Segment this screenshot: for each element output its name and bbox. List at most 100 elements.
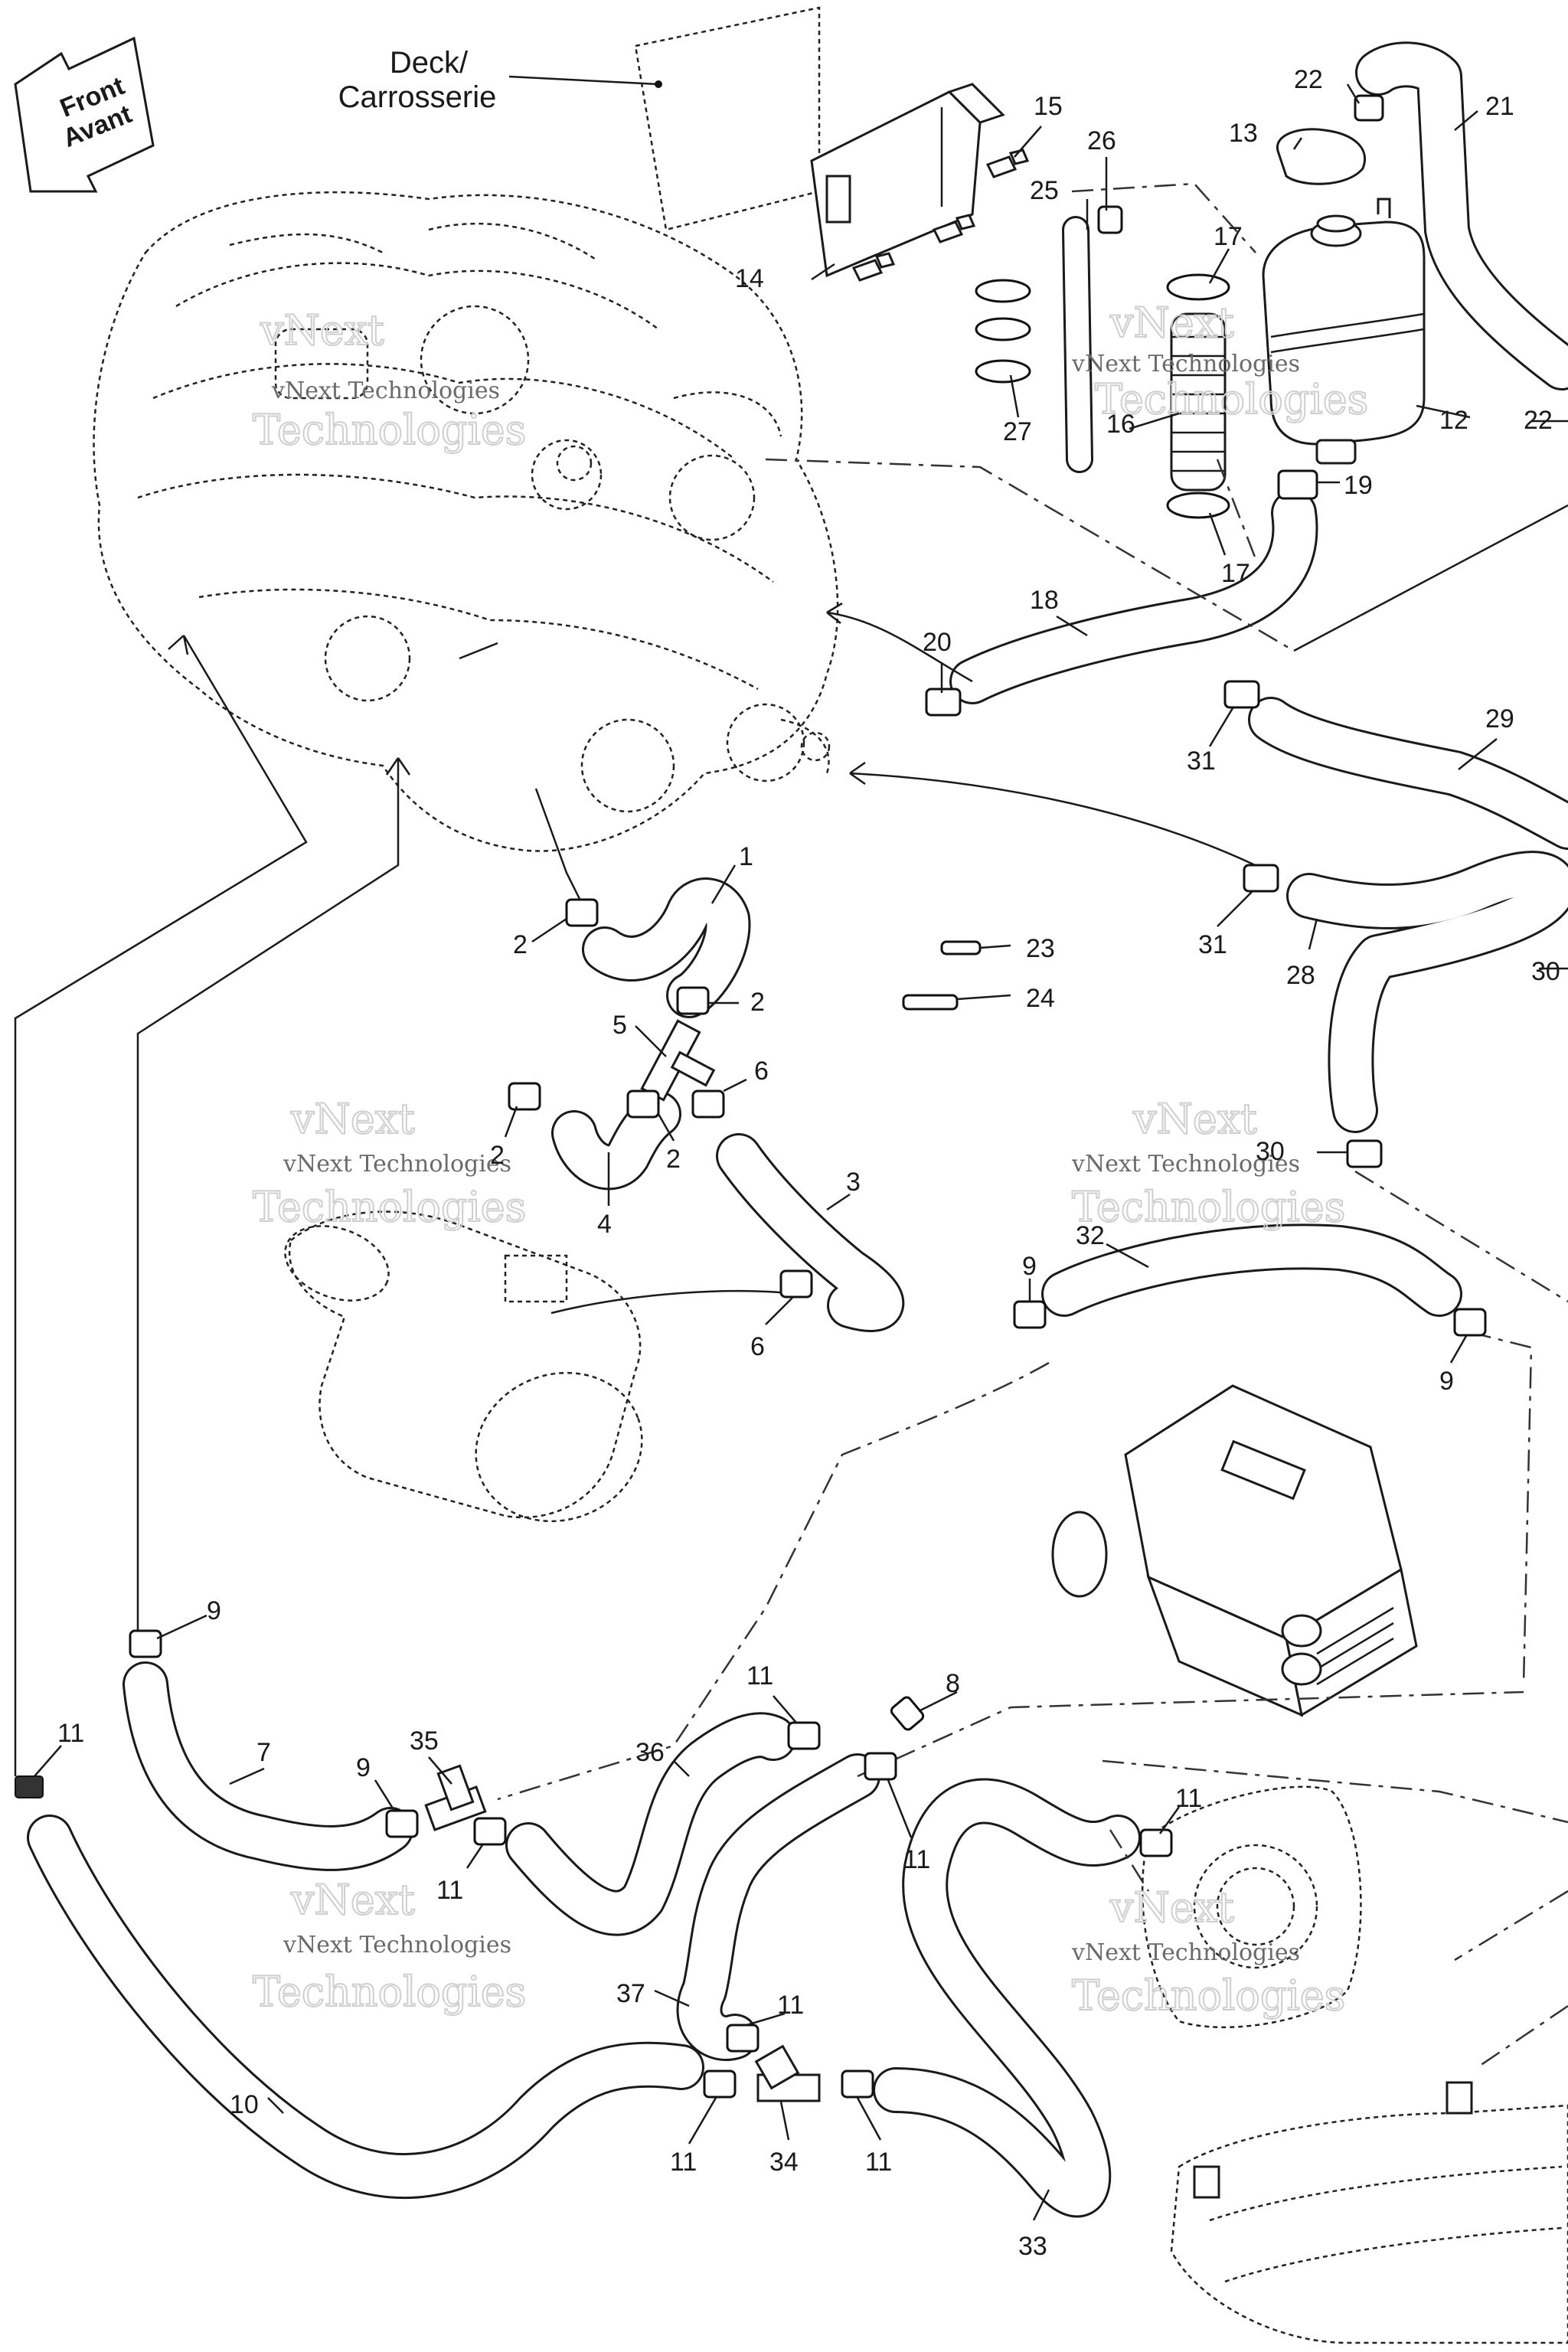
clamp-27a	[975, 279, 1031, 303]
clamp-11b	[787, 1721, 821, 1750]
deck-panel: Deck/ Carrosserie	[338, 6, 821, 231]
tie-8	[890, 1696, 925, 1731]
callout-14: 14	[735, 264, 764, 293]
clamp-6a	[691, 1089, 725, 1119]
clamp-11d	[1139, 1828, 1173, 1857]
tie-23	[940, 940, 982, 956]
watermark-vnext-technologies: vNext Technologies	[1071, 351, 1300, 377]
callout-30a: 30	[1256, 1137, 1285, 1166]
callout-11c: 11	[903, 1845, 930, 1874]
callout-15: 15	[1034, 92, 1063, 121]
clamp-2a	[565, 898, 599, 927]
callout-32: 32	[1076, 1221, 1105, 1250]
clamp-11f	[703, 2069, 737, 2099]
connection-lines	[14, 182, 1568, 2069]
reservoir-cap	[1276, 128, 1366, 185]
callout-4: 4	[597, 1210, 612, 1239]
callout-2d: 2	[666, 1145, 681, 1174]
watermark-vnext: vNext	[290, 1095, 415, 1143]
watermark-vnext-technologies: vNext Technologies	[271, 377, 500, 404]
callout-11d: 11	[1175, 1784, 1202, 1813]
hose-36	[505, 1712, 796, 1936]
hose-16-corrugated	[1170, 312, 1227, 492]
watermark-vnext-technologies: vNext Technologies	[1071, 1151, 1300, 1178]
hose-29	[1248, 697, 1568, 850]
callout-1: 1	[739, 842, 753, 871]
callout-17a: 17	[1214, 222, 1243, 251]
clamp-17b	[1166, 492, 1230, 519]
hose-7	[122, 1661, 413, 1871]
callout-numbers: 1 2 2 2 2 3 4 5 6 6 7 8 9 9 9 9 10 11 11…	[57, 65, 1560, 2261]
callout-18: 18	[1030, 586, 1059, 615]
callout-22b: 22	[1524, 406, 1553, 435]
clamp-11c	[864, 1752, 897, 1781]
hose-37	[676, 1753, 880, 2061]
callout-2b: 2	[750, 988, 765, 1017]
clamp-11g	[841, 2069, 874, 2099]
callout-35: 35	[410, 1726, 439, 1756]
callout-27: 27	[1003, 417, 1032, 446]
callout-10: 10	[230, 2090, 259, 2119]
clamp-27b	[975, 317, 1031, 341]
callout-11g: 11	[865, 2148, 892, 2177]
engine-block	[93, 191, 839, 852]
clamp-11e	[726, 2024, 760, 2053]
hose-1	[582, 877, 751, 1018]
hose-3	[716, 1133, 904, 1332]
clamp-9b	[1453, 1308, 1487, 1337]
callout-23: 23	[1026, 934, 1055, 963]
clamp-31b	[1243, 864, 1279, 893]
hose-clamps	[15, 94, 1487, 2099]
watermark-vnext: vNext	[1132, 1095, 1257, 1143]
callout-29: 29	[1485, 704, 1514, 733]
screws	[851, 149, 1030, 282]
callout-6a: 6	[754, 1057, 769, 1086]
callout-34: 34	[769, 2148, 799, 2177]
watermark-technologies: Technologies	[253, 406, 526, 454]
callout-5: 5	[612, 1011, 627, 1040]
tie-24	[902, 994, 959, 1011]
clamp-20	[925, 688, 962, 717]
callout-16: 16	[1106, 410, 1135, 439]
clamp-27c	[975, 359, 1031, 384]
callout-22a: 22	[1294, 65, 1323, 94]
callout-30b: 30	[1531, 957, 1560, 986]
exhaust-muffler	[284, 1210, 643, 1523]
watermark-technologies: Technologies	[253, 1183, 526, 1231]
hose-18	[949, 490, 1318, 704]
callout-6b: 6	[750, 1332, 765, 1361]
clamp-2d	[626, 1089, 660, 1119]
callout-12: 12	[1439, 406, 1468, 435]
pump-housing	[1141, 1785, 1362, 2029]
callout-20: 20	[923, 628, 952, 657]
callout-33: 33	[1018, 2232, 1047, 2261]
watermark-vnext-technologies: vNext Technologies	[283, 1151, 511, 1178]
clamp-9a	[1013, 1300, 1047, 1329]
clamp-30b	[1346, 1139, 1383, 1168]
callout-37: 37	[616, 1979, 645, 2008]
ride-plate	[1170, 2081, 1568, 2344]
callout-9c: 9	[207, 1596, 221, 1625]
clamp-2c	[508, 1082, 541, 1111]
tee-fitting-5	[640, 1019, 716, 1102]
watermark-technologies: Technologies	[253, 1968, 526, 2016]
clamp-17a	[1166, 273, 1230, 301]
hose-10	[27, 1815, 704, 2200]
tee-fitting-35	[424, 1764, 487, 1831]
watermark-technologies: Technologies	[1072, 1183, 1345, 1231]
clamp-31a	[1223, 680, 1260, 709]
tee-fitting-34	[754, 2044, 821, 2102]
watermark-vnext: vNext	[290, 1876, 415, 1924]
deck-label: Deck/	[390, 46, 469, 80]
callout-9b: 9	[1439, 1367, 1454, 1396]
clamp-2b	[676, 986, 710, 1015]
callout-36: 36	[635, 1738, 665, 1767]
watermark-vnext: vNext	[1109, 299, 1234, 347]
watermark-vnext-technologies: vNext Technologies	[1071, 1939, 1300, 1966]
watermark-vnext: vNext	[260, 306, 384, 354]
clamp-26	[1097, 205, 1123, 234]
callout-9a: 9	[1022, 1252, 1037, 1281]
intercooler	[1051, 1384, 1418, 1717]
callout-2c: 2	[490, 1141, 505, 1170]
